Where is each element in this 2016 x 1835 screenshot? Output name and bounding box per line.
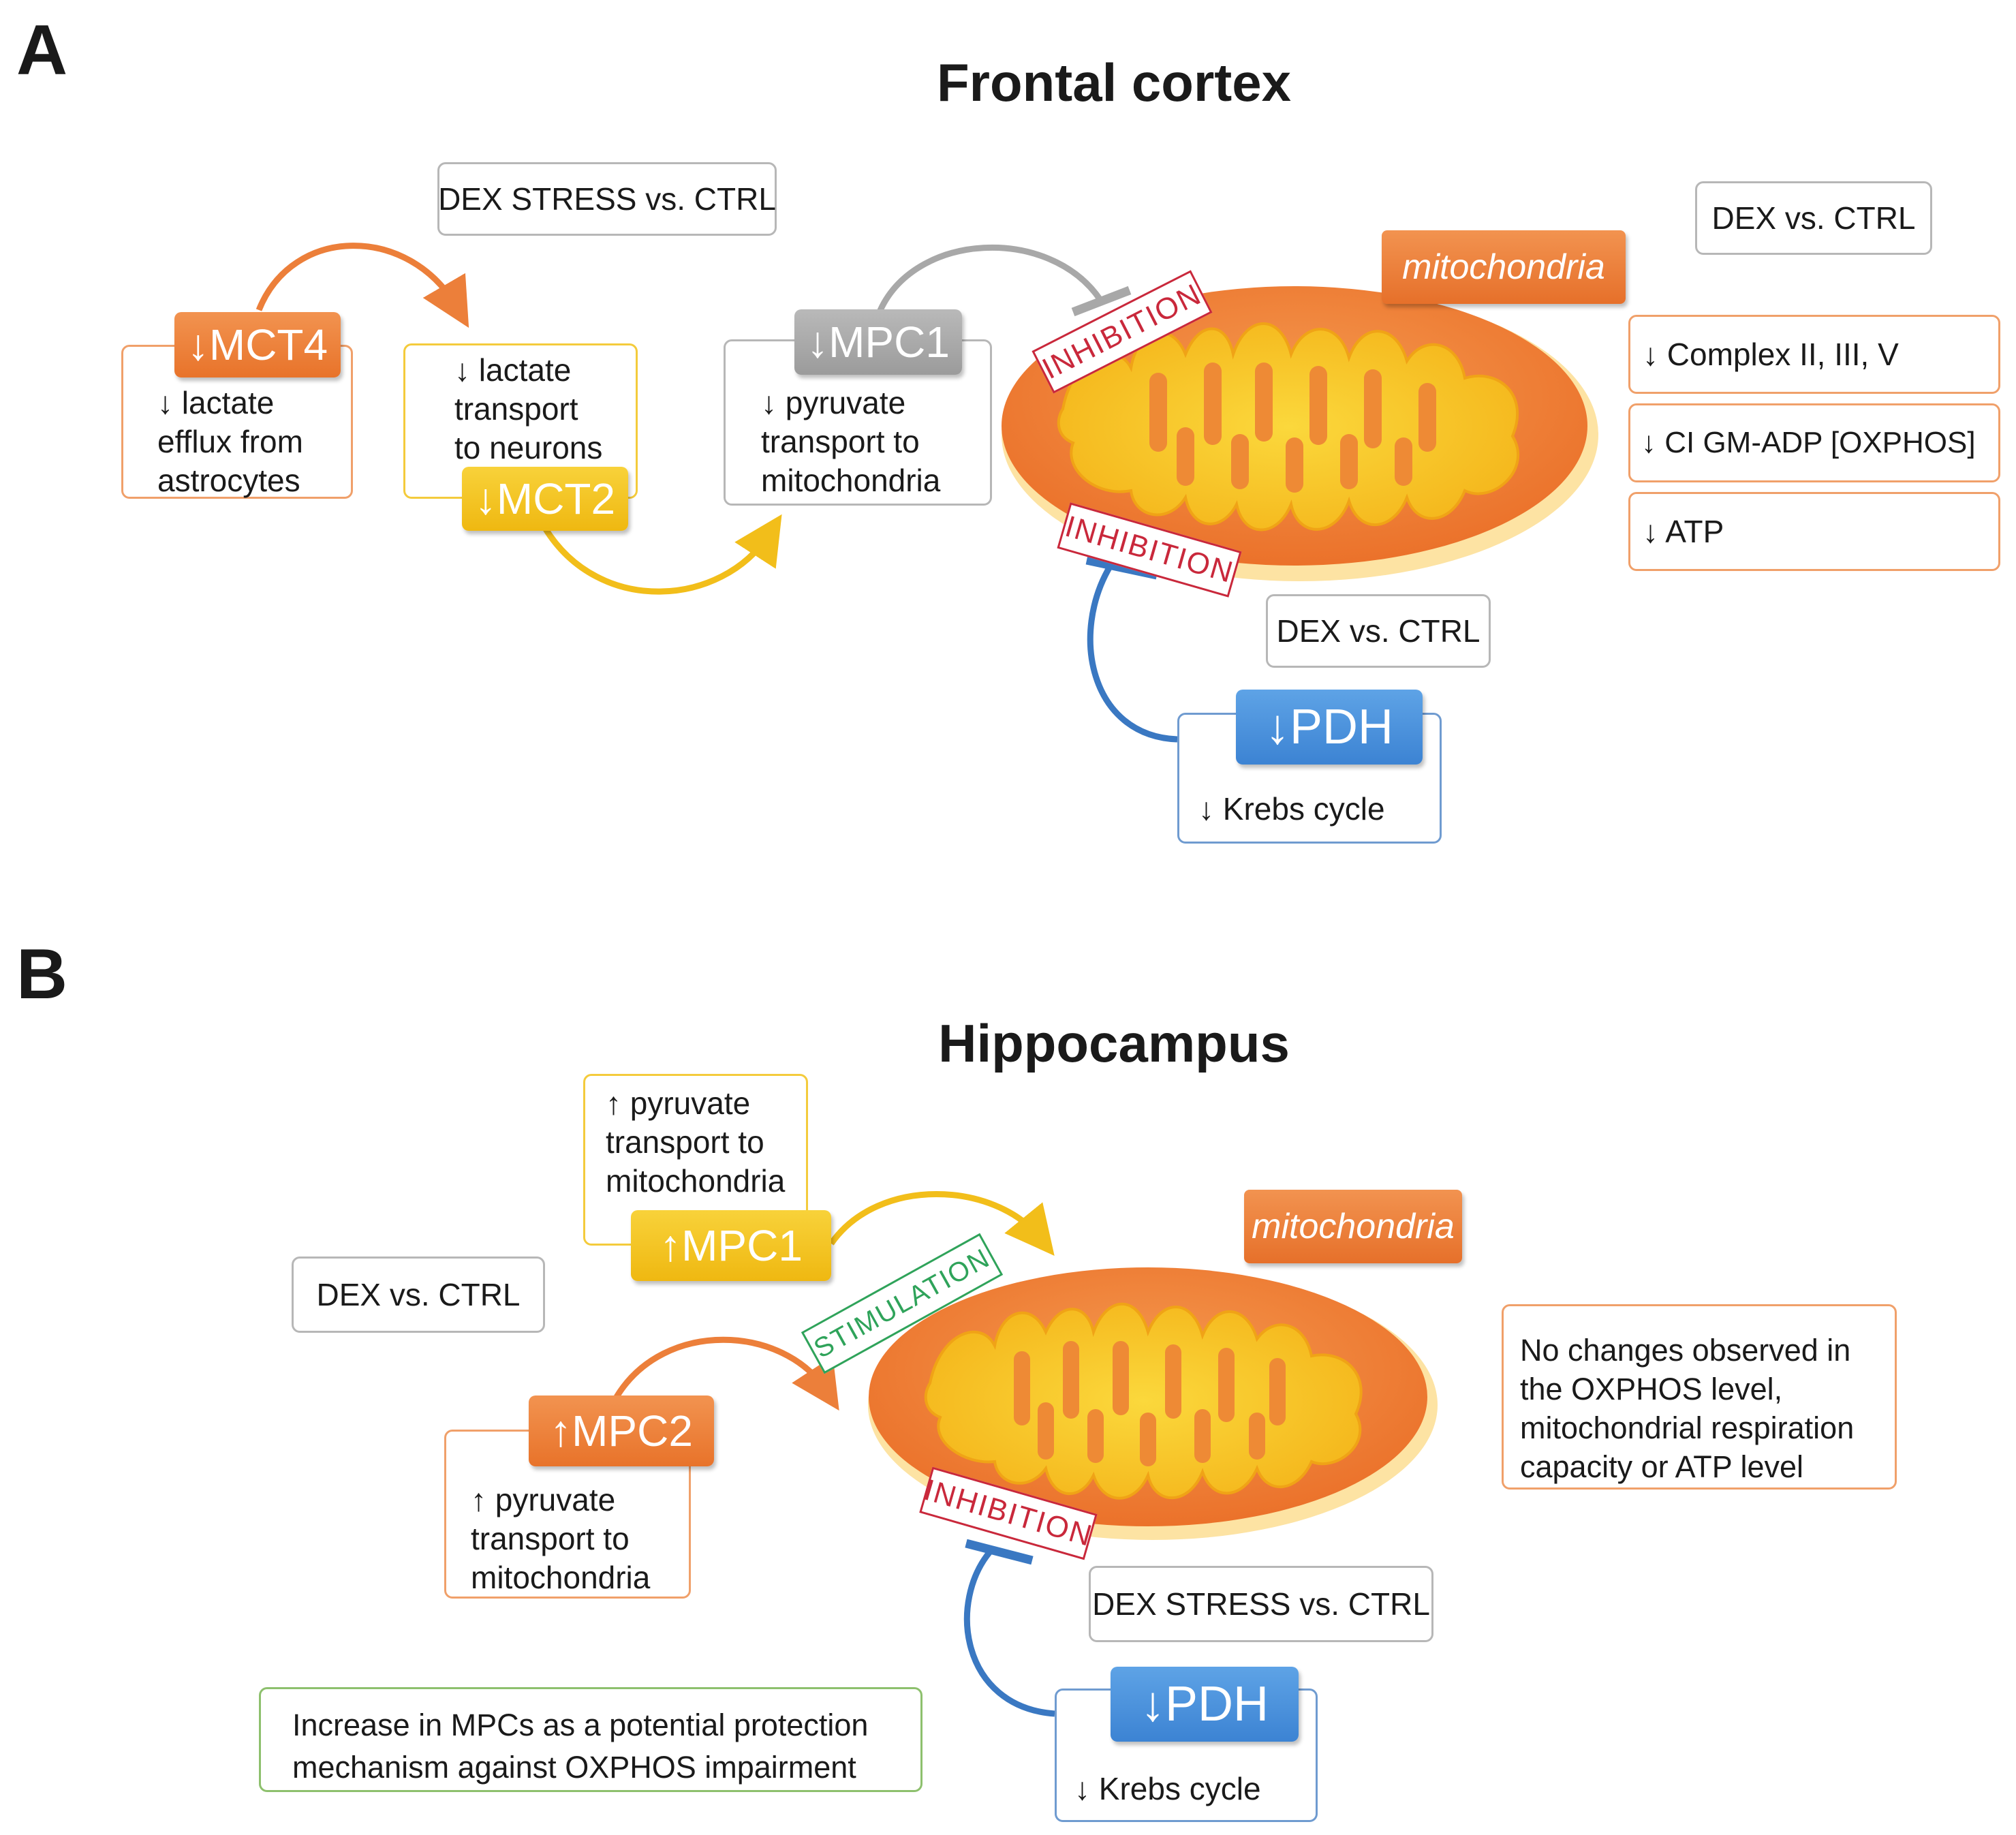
- mitochondrion-b: [868, 1267, 1438, 1540]
- mct2-tag: ↓MCT2: [462, 467, 628, 531]
- mpc2-description-b: ↑ pyruvate transport to mitochondria: [444, 1430, 691, 1599]
- mpc2-tag-b: ↑MPC2: [529, 1395, 714, 1466]
- dex-stress-label-a: DEX STRESS vs. CTRL: [437, 162, 777, 236]
- mct4-tag: ↓MCT4: [174, 312, 341, 377]
- inhibitor-bar-mpc1: [1071, 286, 1132, 317]
- arrow-mpc2-to-mito: [614, 1336, 839, 1411]
- panel-a-title: Frontal cortex: [936, 52, 1292, 112]
- no-changes-note: No changes observed in the OXPHOS level,…: [1502, 1304, 1897, 1490]
- effect-oxphos: ↓ CI GM-ADP [OXPHOS]: [1628, 403, 2000, 482]
- inhibitor-pdh-a: [1087, 564, 1178, 743]
- protection-note: Increase in MPCs as a potential protecti…: [259, 1687, 922, 1792]
- inhibitor-pdh-b: [963, 1548, 1055, 1717]
- inhibitor-mpc1: [875, 244, 1103, 315]
- effect-atp: ↓ ATP: [1628, 492, 2000, 571]
- dex-label-a-bottom: DEX vs. CTRL: [1266, 594, 1491, 668]
- pdh-tag-a: ↓PDH: [1236, 690, 1423, 765]
- mpc1-tag-a: ↓MPC1: [794, 309, 962, 375]
- arrow-mpc1-to-mito: [828, 1191, 1055, 1256]
- arrow-mct2-to-mpc1: [542, 514, 782, 595]
- dex-label-a-top: DEX vs. CTRL: [1695, 181, 1932, 255]
- mitochondria-label-b: mitochondria: [1244, 1190, 1462, 1263]
- panel-b-letter: B: [16, 935, 68, 1014]
- mpc1-tag-b: ↑MPC1: [631, 1210, 831, 1281]
- pdh-tag-b: ↓PDH: [1111, 1667, 1299, 1742]
- panel-b-title: Hippocampus: [938, 1013, 1290, 1073]
- mitochondria-label-a: mitochondria: [1382, 230, 1626, 304]
- panel-a-letter: A: [16, 11, 68, 90]
- dex-label-b: DEX vs. CTRL: [292, 1256, 545, 1333]
- mitochondrion-a: [1002, 286, 1598, 581]
- arrow-mct4-to-mct2: [255, 243, 469, 328]
- dex-stress-label-b: DEX STRESS vs. CTRL: [1089, 1566, 1433, 1642]
- inhibitor-bar-pdh-b: [965, 1539, 1034, 1565]
- effect-complex: ↓ Complex II, III, V: [1628, 315, 2000, 394]
